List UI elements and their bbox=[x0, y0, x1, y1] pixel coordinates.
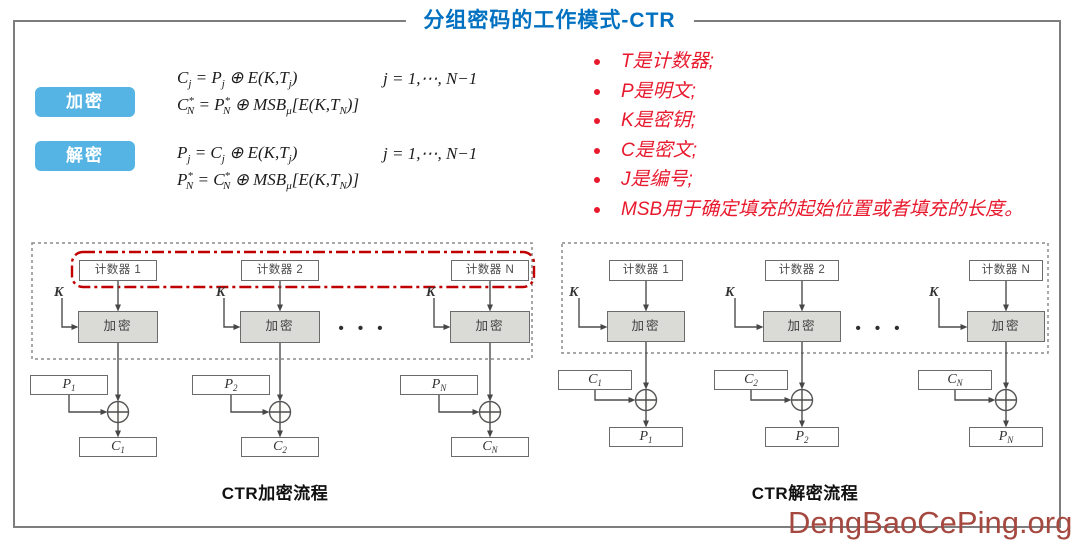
encrypt-caption: CTR加密流程 bbox=[221, 484, 329, 503]
cipher-box: 加密 bbox=[607, 311, 685, 342]
bullet-icon bbox=[594, 88, 600, 95]
counter-box: 计数器 1 bbox=[609, 260, 683, 281]
counter-box: 计数器 N bbox=[969, 260, 1043, 281]
plaintext-box: P2 bbox=[192, 375, 270, 395]
cipher-box: 加密 bbox=[763, 311, 841, 342]
key-label: K bbox=[216, 285, 226, 300]
decrypt-formula-line2: P*N = C*N ⊕ MSBμ[E(K,TN)] bbox=[177, 170, 360, 192]
counter-row-highlight bbox=[70, 250, 536, 289]
note-item: P是明文; bbox=[594, 77, 1023, 107]
cipher-box: 加密 bbox=[450, 311, 530, 343]
encrypt-formula-cond: j = 1,⋯, N−1 bbox=[383, 69, 478, 88]
ellipsis: • • • bbox=[855, 320, 905, 337]
plaintext-box: P1 bbox=[609, 427, 683, 447]
ciphertext-box: C1 bbox=[558, 370, 632, 390]
bullet-icon bbox=[594, 147, 600, 154]
key-label: K bbox=[569, 285, 579, 300]
ciphertext-box: C2 bbox=[241, 437, 319, 457]
cipher-box: 加密 bbox=[967, 311, 1045, 342]
page-title: 分组密码的工作模式-CTR bbox=[405, 4, 694, 34]
cipher-box: 加密 bbox=[78, 311, 158, 343]
bullet-icon bbox=[594, 206, 600, 213]
key-label: K bbox=[725, 285, 735, 300]
plaintext-box: PN bbox=[969, 427, 1043, 447]
decrypt-formula-line1: Pj = Cj ⊕ E(K,Tj) bbox=[177, 143, 298, 165]
plaintext-box: P1 bbox=[30, 375, 108, 395]
bullet-icon bbox=[594, 118, 600, 124]
counter-box: 计数器 1 bbox=[79, 260, 157, 281]
ciphertext-box: C2 bbox=[714, 370, 788, 390]
notes-list: T是计数器; P是明文; K是密钥; C是密文; J是编号; MSB用于确定填充… bbox=[594, 47, 1023, 224]
ellipsis: • • • bbox=[338, 320, 388, 337]
ciphertext-box: CN bbox=[918, 370, 992, 390]
ciphertext-box: C1 bbox=[79, 437, 157, 457]
cipher-box: 加密 bbox=[240, 311, 320, 343]
note-item: MSB用于确定填充的起始位置或者填充的长度。 bbox=[594, 195, 1023, 225]
key-label: K bbox=[54, 285, 64, 300]
plaintext-box: PN bbox=[400, 375, 478, 395]
decrypt-caption: CTR解密流程 bbox=[751, 484, 859, 503]
encrypt-formula-line1: Cj = Pj ⊕ E(K,Tj) bbox=[177, 68, 298, 90]
watermark: DengBaoCePing.org bbox=[788, 505, 1073, 540]
key-label: K bbox=[929, 285, 939, 300]
encrypt-dashed-boundary bbox=[31, 242, 533, 360]
note-item: C是密文; bbox=[594, 136, 1023, 166]
ciphertext-box: CN bbox=[451, 437, 529, 457]
note-item: T是计数器; bbox=[594, 47, 1023, 77]
decrypt-label-button: 解密 bbox=[35, 141, 135, 171]
bullet-icon bbox=[594, 59, 600, 65]
decrypt-formula-cond: j = 1,⋯, N−1 bbox=[383, 144, 478, 163]
encrypt-label-button: 加密 bbox=[35, 87, 135, 117]
note-item: J是编号; bbox=[594, 165, 1023, 195]
counter-box: 计数器 N bbox=[451, 260, 529, 281]
encrypt-formula-line2: C*N = P*N ⊕ MSBμ[E(K,TN)] bbox=[177, 95, 360, 117]
note-item: K是密钥; bbox=[594, 106, 1023, 136]
bullet-icon bbox=[594, 177, 600, 183]
key-label: K bbox=[426, 285, 436, 300]
plaintext-box: P2 bbox=[765, 427, 839, 447]
counter-box: 计数器 2 bbox=[241, 260, 319, 281]
decrypt-dashed-boundary bbox=[561, 242, 1049, 354]
counter-box: 计数器 2 bbox=[765, 260, 839, 281]
